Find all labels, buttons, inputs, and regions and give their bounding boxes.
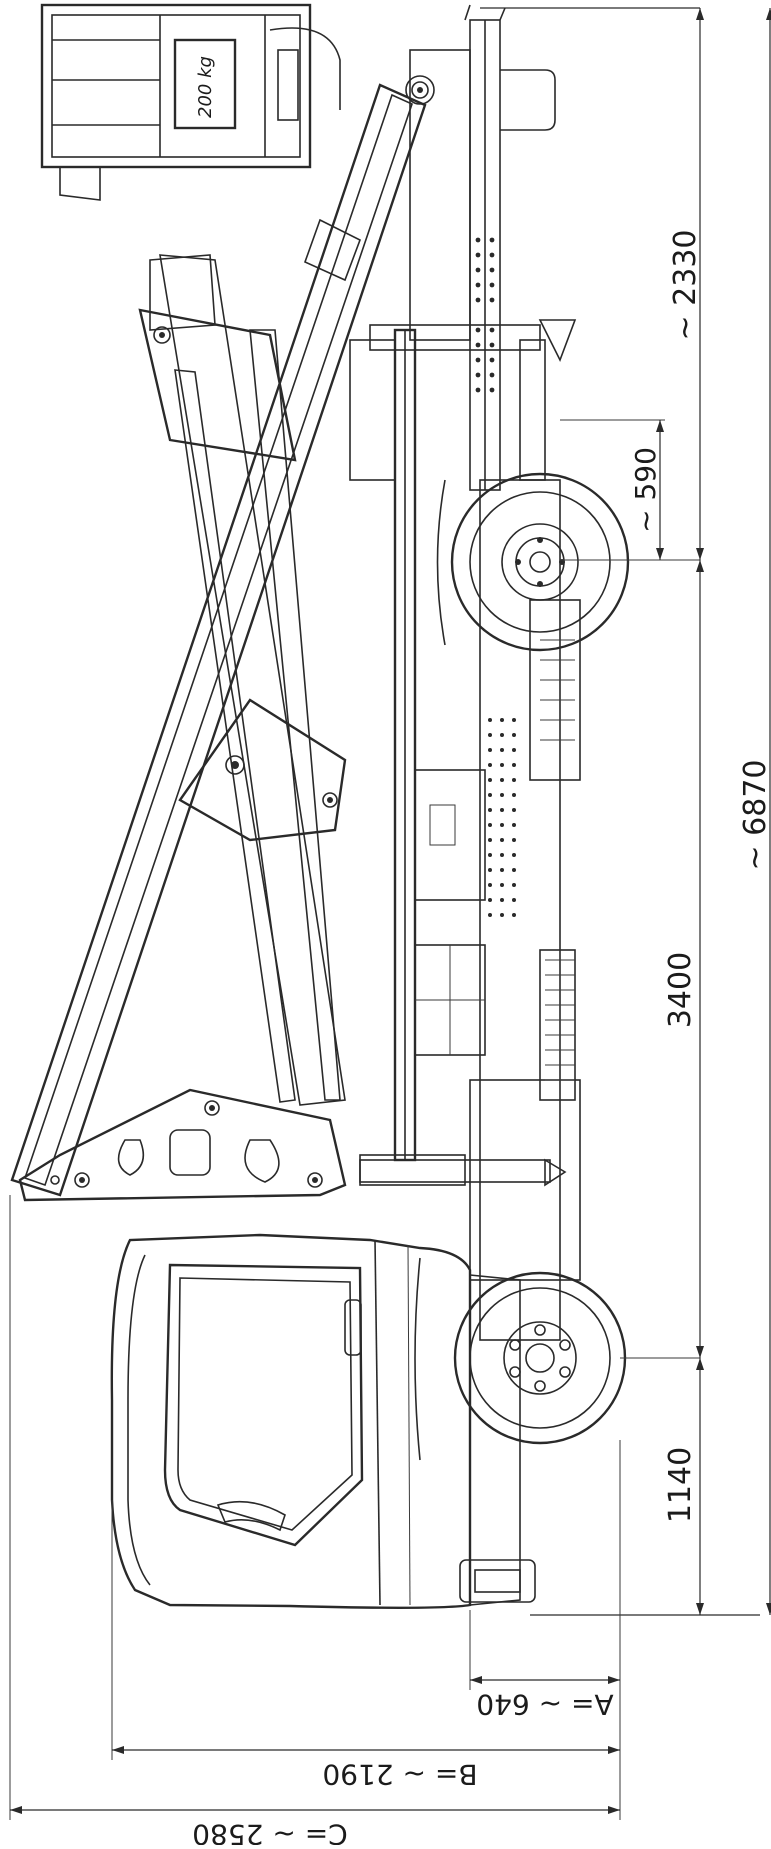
frame-holes xyxy=(488,718,516,917)
dimension-lines xyxy=(9,7,771,1820)
platform-basket xyxy=(40,3,341,201)
upper-boom xyxy=(10,75,435,1197)
dimension-a-640: A= ~ 640 xyxy=(476,1688,613,1721)
boom-base xyxy=(18,1088,347,1202)
dimension-3400: 3400 xyxy=(663,952,698,1028)
rear-wheel xyxy=(436,472,630,652)
dimension-b-2190: B= ~ 2190 xyxy=(322,1758,477,1791)
dimension-2330: ~ 2330 xyxy=(668,229,703,340)
cab xyxy=(110,1233,536,1609)
rear-mast xyxy=(409,4,556,491)
dimension-6870: ~ 6870 xyxy=(738,759,771,870)
rear-outrigger xyxy=(369,319,577,481)
dimension-c-2580: C= ~ 2580 xyxy=(192,1818,348,1845)
front-outrigger xyxy=(359,1158,567,1187)
mast-holes xyxy=(475,237,495,393)
dimension-590: ~ 590 xyxy=(629,447,662,533)
lower-boom-arms xyxy=(138,254,346,1106)
jib-plate xyxy=(178,698,347,842)
load-capacity-label: 200 kg xyxy=(173,38,237,130)
load-capacity-text: 200 kg xyxy=(195,56,216,118)
dimension-1140: 1140 xyxy=(663,1447,698,1523)
chassis-frame xyxy=(349,328,581,1341)
